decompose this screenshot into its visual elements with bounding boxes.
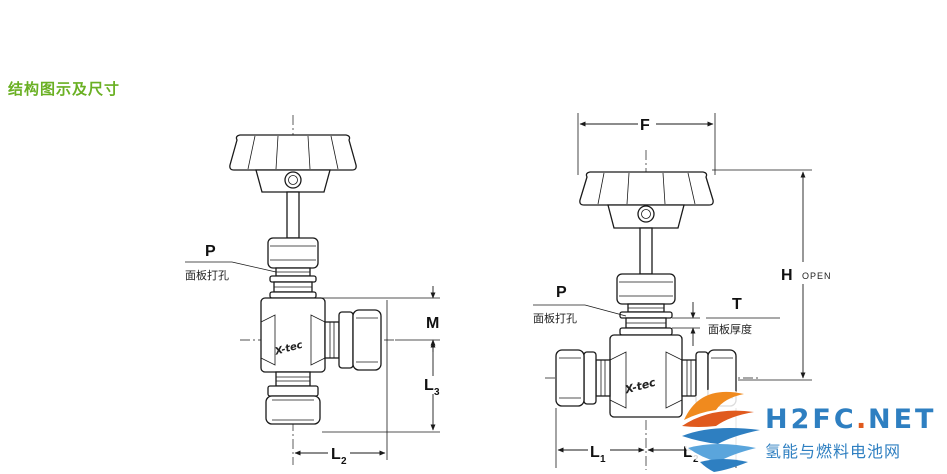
right-l1-sub: 1 xyxy=(600,454,606,465)
left-side-fitting xyxy=(324,309,382,371)
right-p-label: P xyxy=(556,284,567,301)
left-valve-view: X-tec P 面板打孔 xyxy=(185,115,443,467)
right-stem xyxy=(639,227,653,275)
right-f-label: F xyxy=(640,117,650,134)
left-l3-label: L xyxy=(424,377,434,394)
right-left-fitting xyxy=(555,349,611,407)
left-valve-body: X-tec xyxy=(260,297,326,373)
left-handle-knob xyxy=(229,134,357,193)
right-bonnet-nut xyxy=(616,273,676,305)
left-l2-sub: 2 xyxy=(341,456,347,467)
right-open-label: OPEN xyxy=(802,271,832,281)
h2fc-brand-a: H2FC xyxy=(765,404,857,435)
left-bottom-fitting xyxy=(265,371,321,425)
h2fc-logo-icon xyxy=(680,388,760,472)
right-t-label: T xyxy=(732,296,742,313)
left-m-label: M xyxy=(426,315,439,332)
right-panel-thickness-label: 面板厚度 xyxy=(708,322,752,336)
left-l3-sub: 3 xyxy=(434,387,440,398)
right-l1-label: L xyxy=(590,444,600,461)
left-stem xyxy=(286,191,300,239)
h2fc-brand-cn: 氢能与燃料电池网 xyxy=(765,442,901,461)
right-valve-body: X-tec xyxy=(609,334,683,418)
right-panel-thread xyxy=(619,303,673,336)
right-l2-label: L xyxy=(683,444,693,461)
left-panel-hole-label: 面板打孔 xyxy=(185,268,229,282)
right-h-label: H xyxy=(781,267,793,284)
right-panel-hole-label: 面板打孔 xyxy=(533,311,577,325)
h2fc-watermark: H2FC . NET 氢能与燃料电池网 xyxy=(680,388,936,472)
left-panel-thread xyxy=(269,267,317,299)
left-p-label: P xyxy=(205,243,216,260)
left-l2-label: L xyxy=(331,446,341,463)
h2fc-brand-b: NET xyxy=(868,404,936,435)
h2fc-brand-dot: . xyxy=(856,404,869,435)
right-handle-knob xyxy=(579,171,714,229)
left-bonnet-nut xyxy=(267,237,319,269)
section-title: 结构图示及尺寸 xyxy=(8,81,121,98)
